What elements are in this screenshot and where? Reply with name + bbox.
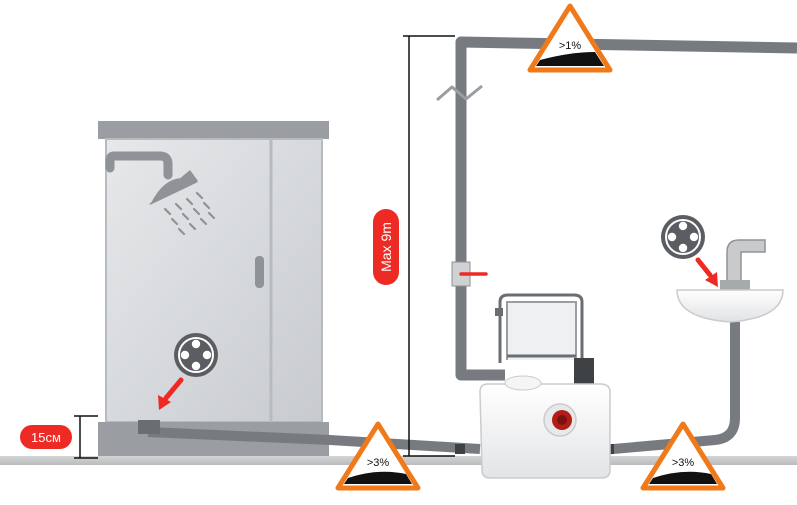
macerator-pump-icon — [479, 293, 611, 479]
base-height-label: 15см — [31, 430, 61, 445]
cabin-roof — [98, 121, 329, 139]
base-height-dimension: 15см — [20, 415, 98, 459]
sink-drain-grate-icon — [661, 215, 705, 259]
slope-warning-icon-top: >1% — [527, 3, 613, 73]
base-height-badge — [20, 425, 72, 449]
slope-left-label: >3% — [367, 457, 390, 469]
inlet-fitting-left — [455, 444, 465, 454]
drain-connector — [138, 420, 160, 434]
discharge-pipe — [455, 36, 797, 381]
max-height-label: Max 9m — [378, 222, 394, 272]
drain-grate-icon — [174, 333, 218, 377]
drain-arrow — [158, 377, 184, 410]
cabin-glass — [105, 138, 323, 423]
shower-cabin — [98, 121, 329, 456]
pump-motor-cap — [574, 358, 594, 388]
slope-warning-icon-left: >3% — [335, 421, 421, 491]
cabin-door-handle — [255, 256, 264, 288]
shower-head-icon — [105, 151, 216, 236]
sink-drain-arrow — [695, 257, 718, 287]
max-height-badge — [373, 209, 399, 285]
slope-top-label: >1% — [559, 40, 582, 52]
slope-warning-icon-right: >3% — [640, 421, 726, 491]
pump-body — [479, 383, 611, 479]
wash-basin-icon — [661, 215, 784, 323]
slope-right-label: >3% — [672, 457, 695, 469]
pipe-break-symbol — [436, 84, 483, 102]
max-height-dimension: Max 9m — [373, 35, 455, 457]
faucet-icon — [726, 239, 766, 283]
shower-drain-pipe — [147, 427, 481, 454]
sink-drain-pipe — [601, 322, 740, 455]
